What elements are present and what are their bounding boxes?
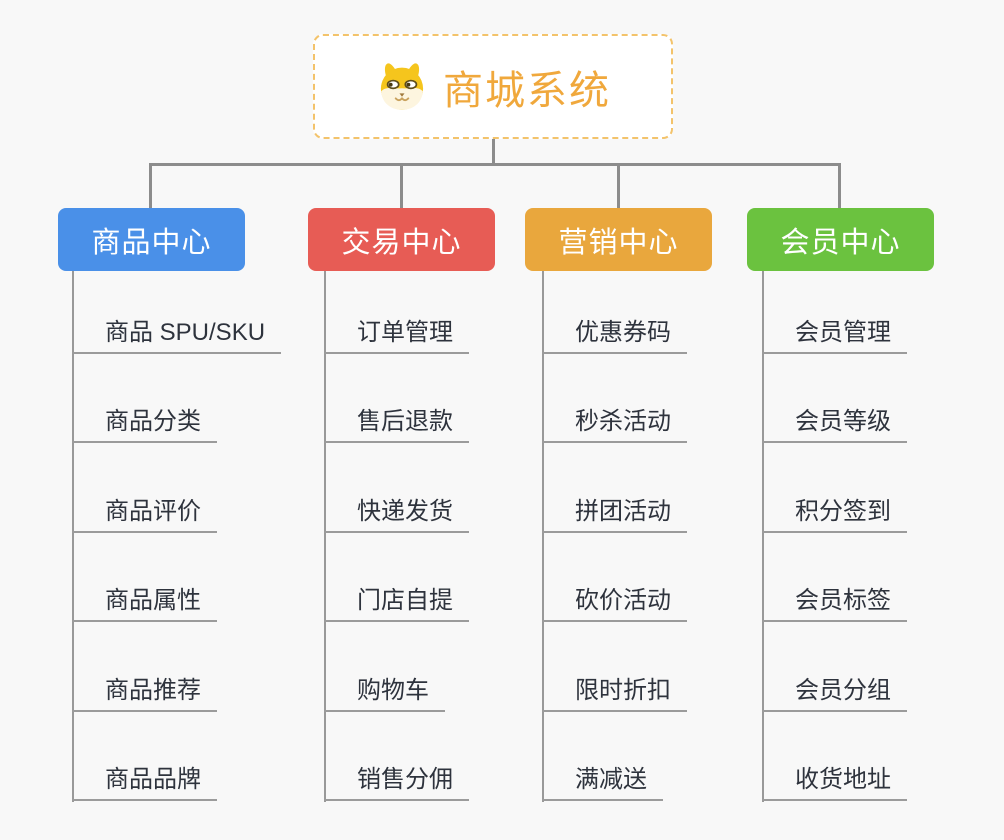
child-node[interactable]: 限时折扣	[542, 670, 687, 712]
child-node[interactable]: 商品 SPU/SKU	[72, 312, 282, 354]
child-node[interactable]: 会员分组	[762, 670, 907, 712]
child-node[interactable]: 商品分类	[72, 401, 217, 443]
column-trunk-line	[542, 271, 544, 802]
branch-stem-line	[838, 163, 841, 209]
branch-stem-line	[617, 163, 620, 209]
column-trunk-line	[72, 271, 74, 802]
root-title: 商城系统	[443, 68, 611, 113]
branch-bus-line	[149, 163, 841, 166]
branch-node-trade[interactable]: 交易中心	[308, 208, 495, 271]
child-node[interactable]: 销售分佣	[324, 759, 469, 801]
branch-node-products[interactable]: 商品中心	[58, 208, 245, 271]
root-node[interactable]: 商城系统	[313, 34, 673, 139]
child-node[interactable]: 秒杀活动	[542, 401, 687, 443]
child-node[interactable]: 商品评价	[72, 491, 217, 533]
child-node[interactable]: 售后退款	[324, 401, 469, 443]
child-node[interactable]: 商品品牌	[72, 759, 217, 801]
child-node[interactable]: 拼团活动	[542, 491, 687, 533]
root-connector-line	[492, 139, 495, 165]
child-node[interactable]: 优惠券码	[542, 312, 687, 354]
child-node[interactable]: 满减送	[542, 759, 663, 801]
child-node[interactable]: 会员管理	[762, 312, 907, 354]
column-trunk-line	[324, 271, 326, 802]
child-node[interactable]: 门店自提	[324, 580, 469, 622]
branch-stem-line	[149, 163, 152, 209]
branch-node-marketing[interactable]: 营销中心	[525, 208, 712, 271]
child-node[interactable]: 订单管理	[324, 312, 469, 354]
child-node[interactable]: 积分签到	[762, 491, 907, 533]
child-node[interactable]: 商品推荐	[72, 670, 217, 712]
dog-face-icon	[380, 62, 424, 110]
child-node[interactable]: 商品属性	[72, 580, 217, 622]
child-node[interactable]: 会员标签	[762, 580, 907, 622]
branch-stem-line	[400, 163, 403, 209]
child-node[interactable]: 购物车	[324, 670, 445, 712]
child-node[interactable]: 会员等级	[762, 401, 907, 443]
column-trunk-line	[762, 271, 764, 802]
branch-node-members[interactable]: 会员中心	[747, 208, 934, 271]
child-node[interactable]: 快递发货	[324, 491, 469, 533]
child-node[interactable]: 砍价活动	[542, 580, 687, 622]
child-node[interactable]: 收货地址	[762, 759, 907, 801]
